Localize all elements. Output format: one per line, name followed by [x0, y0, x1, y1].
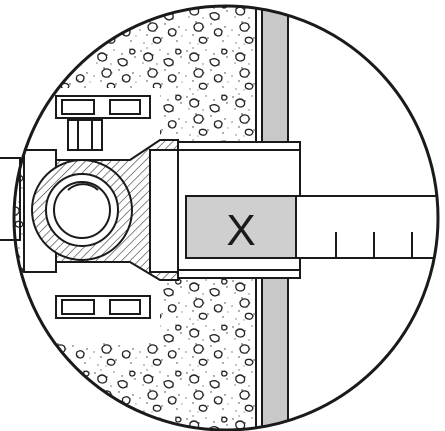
lower-bracket — [55, 295, 151, 319]
upper-bracket — [55, 95, 151, 151]
detail-circle — [12, 4, 440, 431]
leader-line — [0, 157, 21, 241]
ruler-ticks — [335, 232, 413, 258]
outlet-socket — [31, 159, 133, 261]
marker-label: X — [226, 206, 255, 255]
marker-band — [185, 195, 297, 259]
